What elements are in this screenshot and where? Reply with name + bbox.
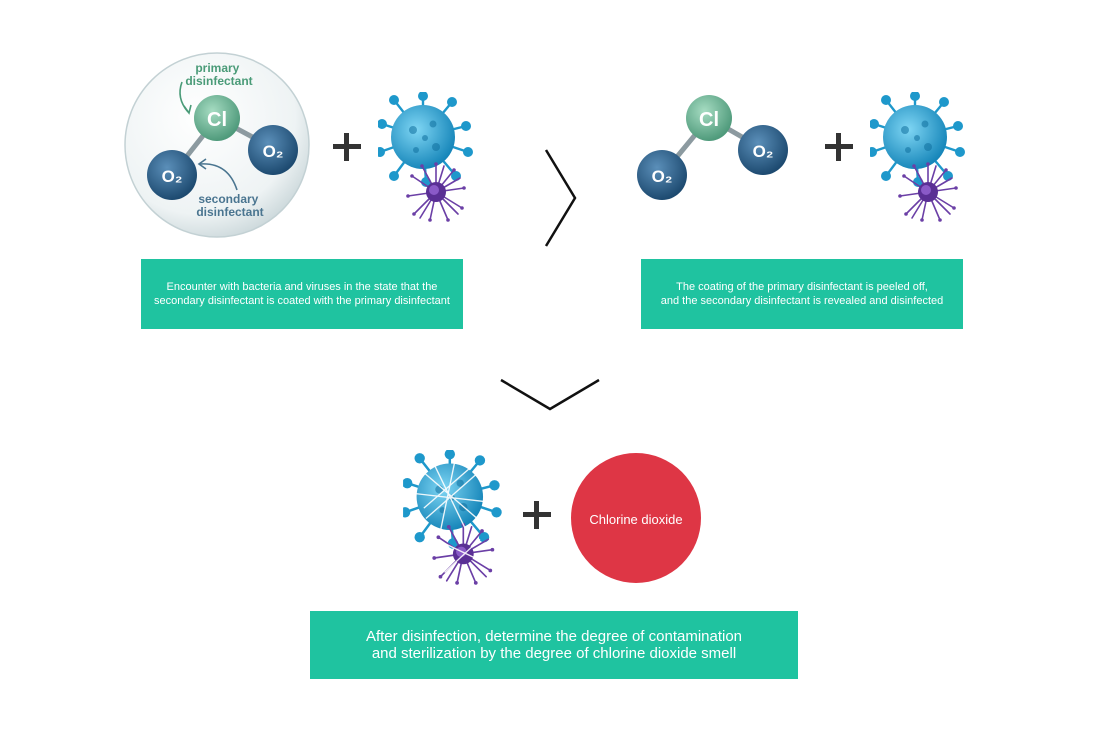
chlorine-dioxide-circle: Chlorine dioxide xyxy=(571,453,701,583)
chlorine-dioxide-label: Chlorine dioxide xyxy=(589,512,682,527)
coated-molecule-diagram: Cl O₂ O₂ primary disinfectant secondary … xyxy=(124,52,310,238)
chlorine-symbol: Cl xyxy=(699,109,719,131)
chevron-right-icon xyxy=(544,149,577,247)
step2-caption: The coating of the primary disinfectant … xyxy=(641,259,963,329)
chevron-down-icon xyxy=(500,378,600,411)
chlorine-atom xyxy=(194,95,240,141)
oxygen-symbol-left: O₂ xyxy=(162,167,183,186)
primary-disinfectant-label: primary disinfectant xyxy=(185,61,252,88)
secondary-arrow-icon xyxy=(199,163,238,191)
oxygen-symbol-right: O₂ xyxy=(753,142,774,161)
uncoated-molecule-diagram: Cl O₂ O₂ xyxy=(637,95,788,200)
destroyed-virus-icon xyxy=(400,450,510,585)
oxygen-atom-right xyxy=(248,125,298,175)
plus-icon xyxy=(825,133,853,161)
plus-icon xyxy=(333,133,361,161)
oxygen-atom-right xyxy=(738,125,788,175)
virus-bacteria-icon xyxy=(378,92,478,222)
oxygen-symbol-left: O₂ xyxy=(652,167,673,186)
oxygen-symbol-right: O₂ xyxy=(263,142,284,161)
plus-icon xyxy=(523,501,551,529)
chlorine-atom xyxy=(686,95,732,141)
oxygen-atom-left xyxy=(147,150,197,200)
oxygen-atom-left xyxy=(637,150,687,200)
step3-caption: After disinfection, determine the degree… xyxy=(310,611,798,679)
step1-caption: Encounter with bacteria and viruses in t… xyxy=(141,259,463,329)
chlorine-symbol: Cl xyxy=(207,109,227,131)
secondary-disinfectant-label: secondary disinfectant xyxy=(196,192,263,219)
virus-bacteria-icon xyxy=(870,92,970,222)
